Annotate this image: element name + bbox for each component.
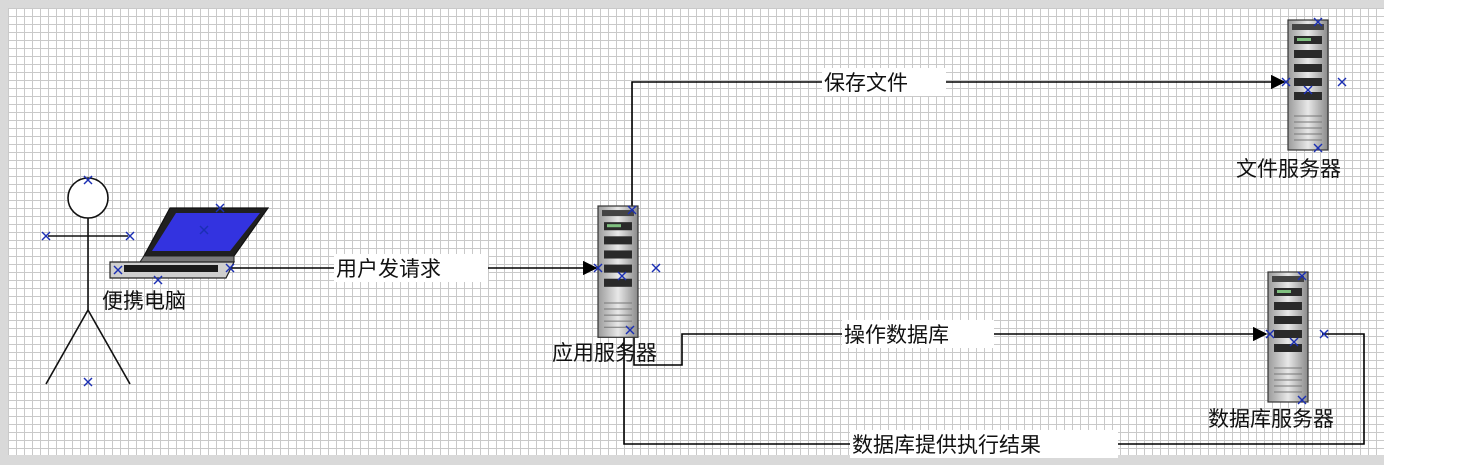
file-server-label: 文件服务器 bbox=[1236, 157, 1341, 181]
edge-db-result bbox=[616, 274, 1365, 445]
canvas-frame-top bbox=[0, 0, 1384, 8]
edge-label-user-request: 用户发请求 bbox=[334, 254, 488, 282]
canvas-frame-left bbox=[0, 0, 8, 465]
db-server-icon[interactable] bbox=[1265, 271, 1329, 405]
laptop-icon[interactable] bbox=[109, 203, 270, 285]
edge-label-operate-db-text: 操作数据库 bbox=[844, 323, 949, 347]
db-server-label: 数据库服务器 bbox=[1208, 407, 1334, 431]
edge-label-operate-db: 操作数据库 bbox=[842, 320, 994, 348]
user-actor-icon[interactable] bbox=[41, 175, 135, 387]
app-server-label: 应用服务器 bbox=[552, 341, 657, 365]
edge-label-user-request-text: 用户发请求 bbox=[336, 257, 441, 281]
edge-label-db-result-text: 数据库提供执行结果 bbox=[852, 433, 1041, 457]
edge-label-save-file-text: 保存文件 bbox=[824, 71, 908, 95]
app-server-icon[interactable] bbox=[593, 205, 661, 338]
edge-save-file bbox=[631, 74, 1286, 210]
edge-label-db-result: 数据库提供执行结果 bbox=[850, 430, 1118, 458]
canvas-frame-bottom bbox=[0, 455, 1384, 465]
laptop-label: 便携电脑 bbox=[102, 289, 186, 313]
file-server-icon[interactable] bbox=[1281, 17, 1347, 153]
edge-label-save-file: 保存文件 bbox=[822, 68, 946, 96]
